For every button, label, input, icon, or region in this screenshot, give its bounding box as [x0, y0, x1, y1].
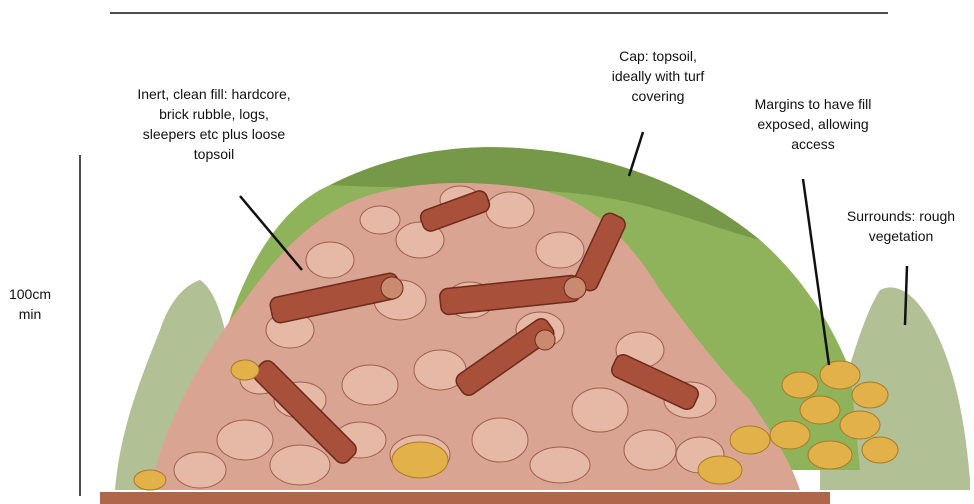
cap-label: Cap: topsoil, ideally with turf covering	[583, 46, 733, 106]
margins-label-line-1: Margins to have fill	[728, 94, 898, 114]
cap-label-line-3: covering	[583, 86, 733, 106]
cap-label-line-2: ideally with turf	[583, 66, 733, 86]
fill-label: Inert, clean fill: hardcore, brick rubbl…	[108, 84, 320, 164]
height-label-line-1: 100cm	[0, 284, 60, 304]
soil-base	[100, 492, 830, 504]
surrounds-label-line-1: Surrounds: rough	[830, 206, 972, 226]
fill-label-line-3: sleepers etc plus loose	[108, 124, 320, 144]
surrounds-label-line-2: vegetation	[830, 226, 972, 246]
margins-label: Margins to have fill exposed, allowing a…	[728, 94, 898, 154]
height-label: 100cm min	[0, 284, 60, 324]
fill-label-line-4: topsoil	[108, 144, 320, 164]
height-label-line-2: min	[0, 304, 60, 324]
fill-label-line-2: brick rubble, logs,	[108, 104, 320, 124]
cap-pointer	[629, 132, 643, 176]
cap-label-line-1: Cap: topsoil,	[583, 46, 733, 66]
fill-label-line-1: Inert, clean fill: hardcore,	[108, 84, 320, 104]
surrounds-label: Surrounds: rough vegetation	[830, 206, 972, 246]
margins-label-line-3: access	[728, 134, 898, 154]
margins-label-line-2: exposed, allowing	[728, 114, 898, 134]
